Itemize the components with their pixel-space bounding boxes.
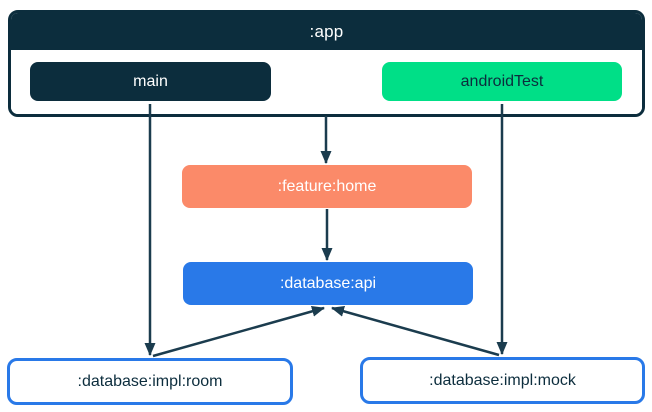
source-set-androidtest: androidTest <box>382 62 622 101</box>
module-database-impl-room: :database:impl:room <box>7 358 293 405</box>
app-module-body: main androidTest <box>11 50 642 114</box>
module-database-api: :database:api <box>183 262 473 305</box>
app-module-title: :app <box>309 21 344 41</box>
edge-room-to-database-api-arrow <box>152 305 325 358</box>
module-database-impl-mock: :database:impl:mock <box>360 357 645 404</box>
module-database-impl-mock-label: :database:impl:mock <box>429 371 576 389</box>
edge-mock-to-database-api-arrow <box>331 305 500 357</box>
module-database-api-label: :database:api <box>279 274 377 292</box>
source-set-main-label: main <box>133 72 168 90</box>
app-module-container: :app main androidTest <box>8 10 645 117</box>
module-feature-home-label: :feature:home <box>277 177 377 195</box>
source-set-androidtest-label: androidTest <box>460 72 544 90</box>
app-module-header: :app <box>11 13 642 50</box>
source-set-main: main <box>30 62 271 101</box>
module-database-impl-room-label: :database:impl:room <box>77 372 223 390</box>
module-feature-home: :feature:home <box>182 165 472 208</box>
